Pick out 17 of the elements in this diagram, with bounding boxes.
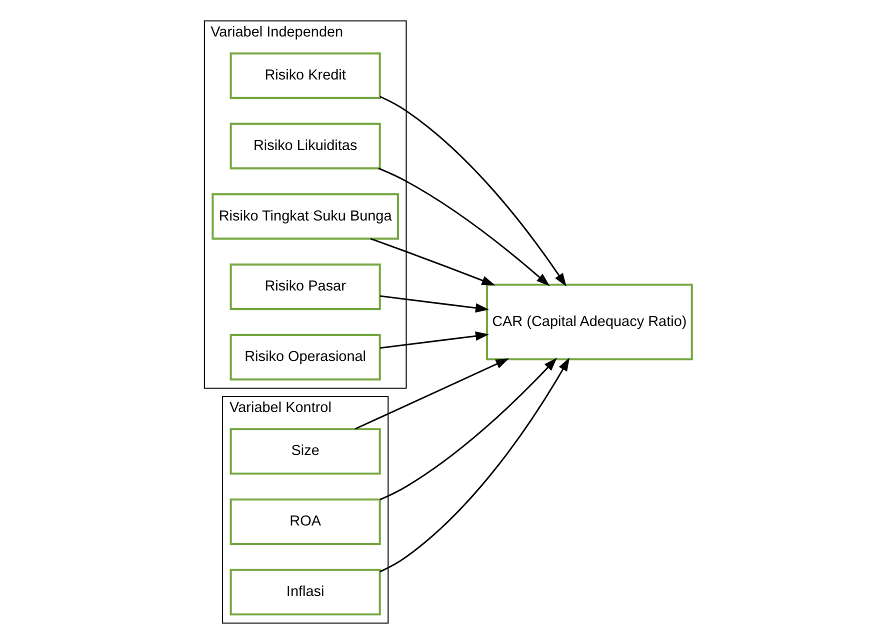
node-box: CAR (Capital Adequacy Ratio) xyxy=(486,284,693,360)
arrow xyxy=(380,96,566,287)
node-box: Risiko Likuiditas xyxy=(230,122,381,170)
arrow xyxy=(370,238,496,286)
arrow xyxy=(380,358,570,572)
arrow xyxy=(354,358,510,430)
node-box: Risiko Operasional xyxy=(230,334,381,380)
arrow xyxy=(380,358,558,500)
node-box: Size xyxy=(230,428,381,475)
node-box: Inflasi xyxy=(230,568,381,616)
arrow xyxy=(378,168,550,286)
node-box: Risiko Pasar xyxy=(230,264,381,310)
arrow xyxy=(380,295,490,313)
node-box: Risiko Tingkat Suku Bunga xyxy=(212,193,399,240)
node-box: Risiko Kredit xyxy=(230,52,381,99)
node-box: ROA xyxy=(230,498,381,546)
arrow xyxy=(380,331,490,349)
